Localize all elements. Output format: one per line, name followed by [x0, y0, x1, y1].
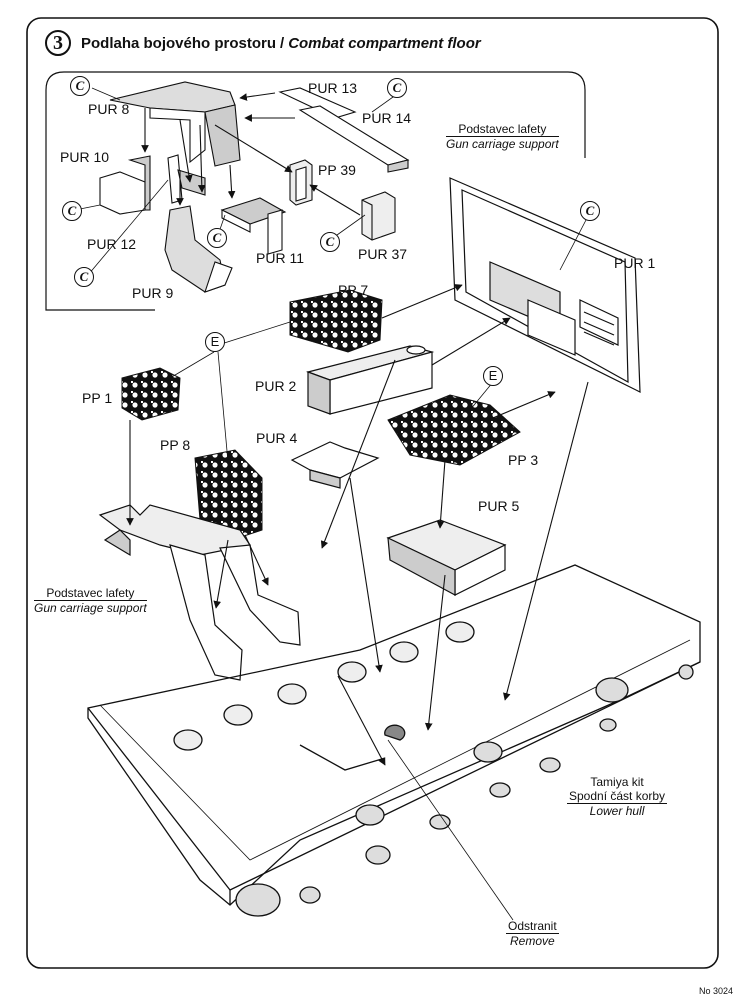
label-pur2: PUR 2 [255, 378, 297, 394]
label-pp39: PP 39 [318, 162, 356, 178]
label-pur10: PUR 10 [60, 149, 110, 165]
main-arrows [126, 284, 589, 766]
label-pur13: PUR 13 [308, 80, 358, 96]
label-pur11: PUR 11 [256, 250, 304, 266]
etched-badge: E [205, 332, 225, 352]
note-lower-hull-en: Lower hull [589, 804, 645, 818]
leader-lines [74, 87, 587, 921]
part-pur37 [361, 191, 396, 241]
title-separator: / [280, 34, 285, 52]
resin-badge: C [580, 201, 600, 221]
label-pur4: PUR 4 [256, 430, 298, 446]
part-pur5 [386, 519, 507, 597]
part-pur9 [164, 205, 233, 293]
label-pp7: PP 7 [338, 282, 369, 298]
note-gun-support-top-en: Gun carriage support [446, 137, 559, 151]
resin-badge: C [74, 267, 94, 287]
part-pur1 [449, 177, 641, 393]
resin-badge: C [62, 201, 82, 221]
label-pur12: PUR 12 [87, 236, 137, 252]
catalog-number: No 3024 [698, 986, 733, 996]
part-pur2 [305, 345, 435, 415]
note-lower-hull: Tamiya kit Spodní část korby Lower hull [567, 775, 668, 818]
label-pp3: PP 3 [508, 452, 539, 468]
label-pur1: PUR 1 [614, 255, 656, 271]
label-pur9: PUR 9 [132, 285, 174, 301]
note-remove: Odstranit Remove [506, 919, 559, 948]
part-lower-hull [87, 564, 701, 917]
part-pp39 [289, 159, 313, 206]
step-number: 3 [45, 30, 71, 56]
part-gun-carriage-support [98, 504, 301, 681]
note-gun-support-top-cz: Podstavec lafety [446, 122, 559, 137]
subassembly-frame [45, 71, 586, 311]
note-lower-hull-cz: Spodní část korby [567, 789, 668, 804]
note-gun-support-top: Podstavec lafety Gun carriage support [446, 122, 559, 151]
resin-badge: C [320, 232, 340, 252]
step-title: 3 Podlaha bojového prostoru / Combat com… [45, 30, 481, 56]
part-pur10 [99, 155, 151, 215]
inset-arrows [141, 92, 361, 216]
note-gun-support-left-cz: Podstavec lafety [34, 586, 147, 601]
note-gun-support-left-en: Gun carriage support [34, 601, 147, 615]
resin-badge: C [70, 76, 90, 96]
part-pp7 [289, 289, 383, 353]
label-pur37: PUR 37 [358, 246, 408, 262]
label-pur14: PUR 14 [362, 110, 412, 126]
part-pur4 [290, 441, 380, 489]
label-pur8: PUR 8 [88, 101, 130, 117]
part-pur11 [220, 197, 287, 255]
resin-badge: C [207, 228, 227, 248]
label-pp8: PP 8 [160, 437, 191, 453]
note-remove-cz: Odstranit [506, 919, 559, 934]
note-gun-support-left: Podstavec lafety Gun carriage support [34, 586, 147, 615]
note-remove-en: Remove [510, 934, 555, 948]
label-pp1: PP 1 [82, 390, 113, 406]
note-lower-hull-kit: Tamiya kit [590, 775, 644, 789]
part-pur8 [109, 81, 241, 167]
part-pur14 [298, 105, 410, 173]
label-pur5: PUR 5 [478, 498, 520, 514]
part-pp1 [121, 367, 181, 421]
page-frame [26, 17, 719, 969]
title-english: Combat compartment floor [288, 34, 481, 52]
resin-badge: C [387, 78, 407, 98]
title-czech: Podlaha bojového prostoru [81, 34, 277, 52]
etched-badge: E [483, 366, 503, 386]
part-pp3 [387, 394, 521, 466]
